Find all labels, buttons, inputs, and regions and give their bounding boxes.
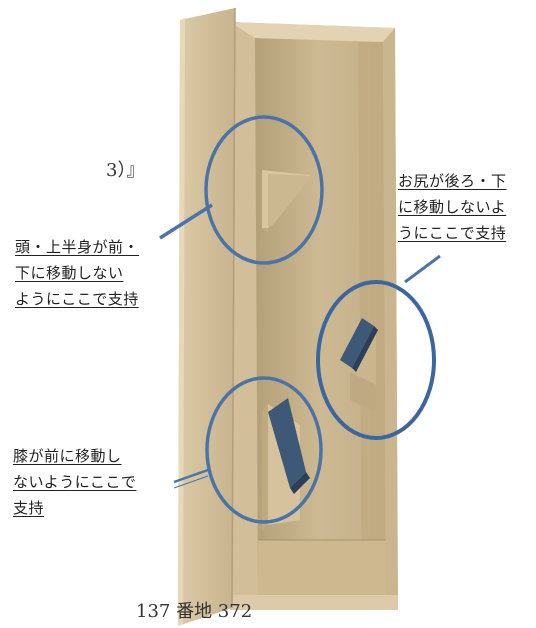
leader-lines	[159, 203, 441, 489]
head-support-block	[262, 170, 312, 232]
knee-support-callout: 膝が前に移動し ないようにここで 支持	[13, 443, 136, 521]
head-callout-line-2: 下に移動しない	[15, 264, 124, 282]
knee-callout-line-3: 支持	[13, 499, 45, 517]
buttocks-callout-line-2: に移動しないよ	[398, 198, 507, 216]
head-highlight-circle	[204, 115, 324, 265]
truncated-text-top: 3）』	[106, 160, 145, 181]
buttocks-callout-line-1: お尻が後ろ・下	[398, 172, 507, 190]
knee-support-block	[262, 398, 310, 530]
highlight-circles	[204, 115, 436, 524]
buttocks-support-callout: お尻が後ろ・下 に移動しないよ うにここで支持	[398, 168, 507, 246]
cabinet-door	[178, 7, 236, 626]
knee-highlight-circle	[205, 376, 323, 524]
head-callout-line-1: 頭・上半身が前・	[15, 238, 140, 256]
head-leader-line	[159, 203, 213, 240]
truncated-address-text: 137 番地 372	[136, 601, 253, 622]
head-support-callout: 頭・上半身が前・ 下に移動しない ようにここで支持	[15, 234, 139, 312]
buttocks-leader-line	[404, 254, 441, 284]
buttocks-highlight-circle	[316, 280, 436, 440]
buttocks-support-block	[340, 318, 378, 412]
knee-leader-line	[173, 468, 209, 484]
knee-callout-line-1: 膝が前に移動し	[13, 447, 122, 465]
buttocks-callout-line-3: うにここで支持	[398, 224, 507, 242]
head-callout-line-3: ようにここで支持	[15, 290, 139, 308]
knee-callout-line-2: ないようにここで	[13, 473, 137, 491]
